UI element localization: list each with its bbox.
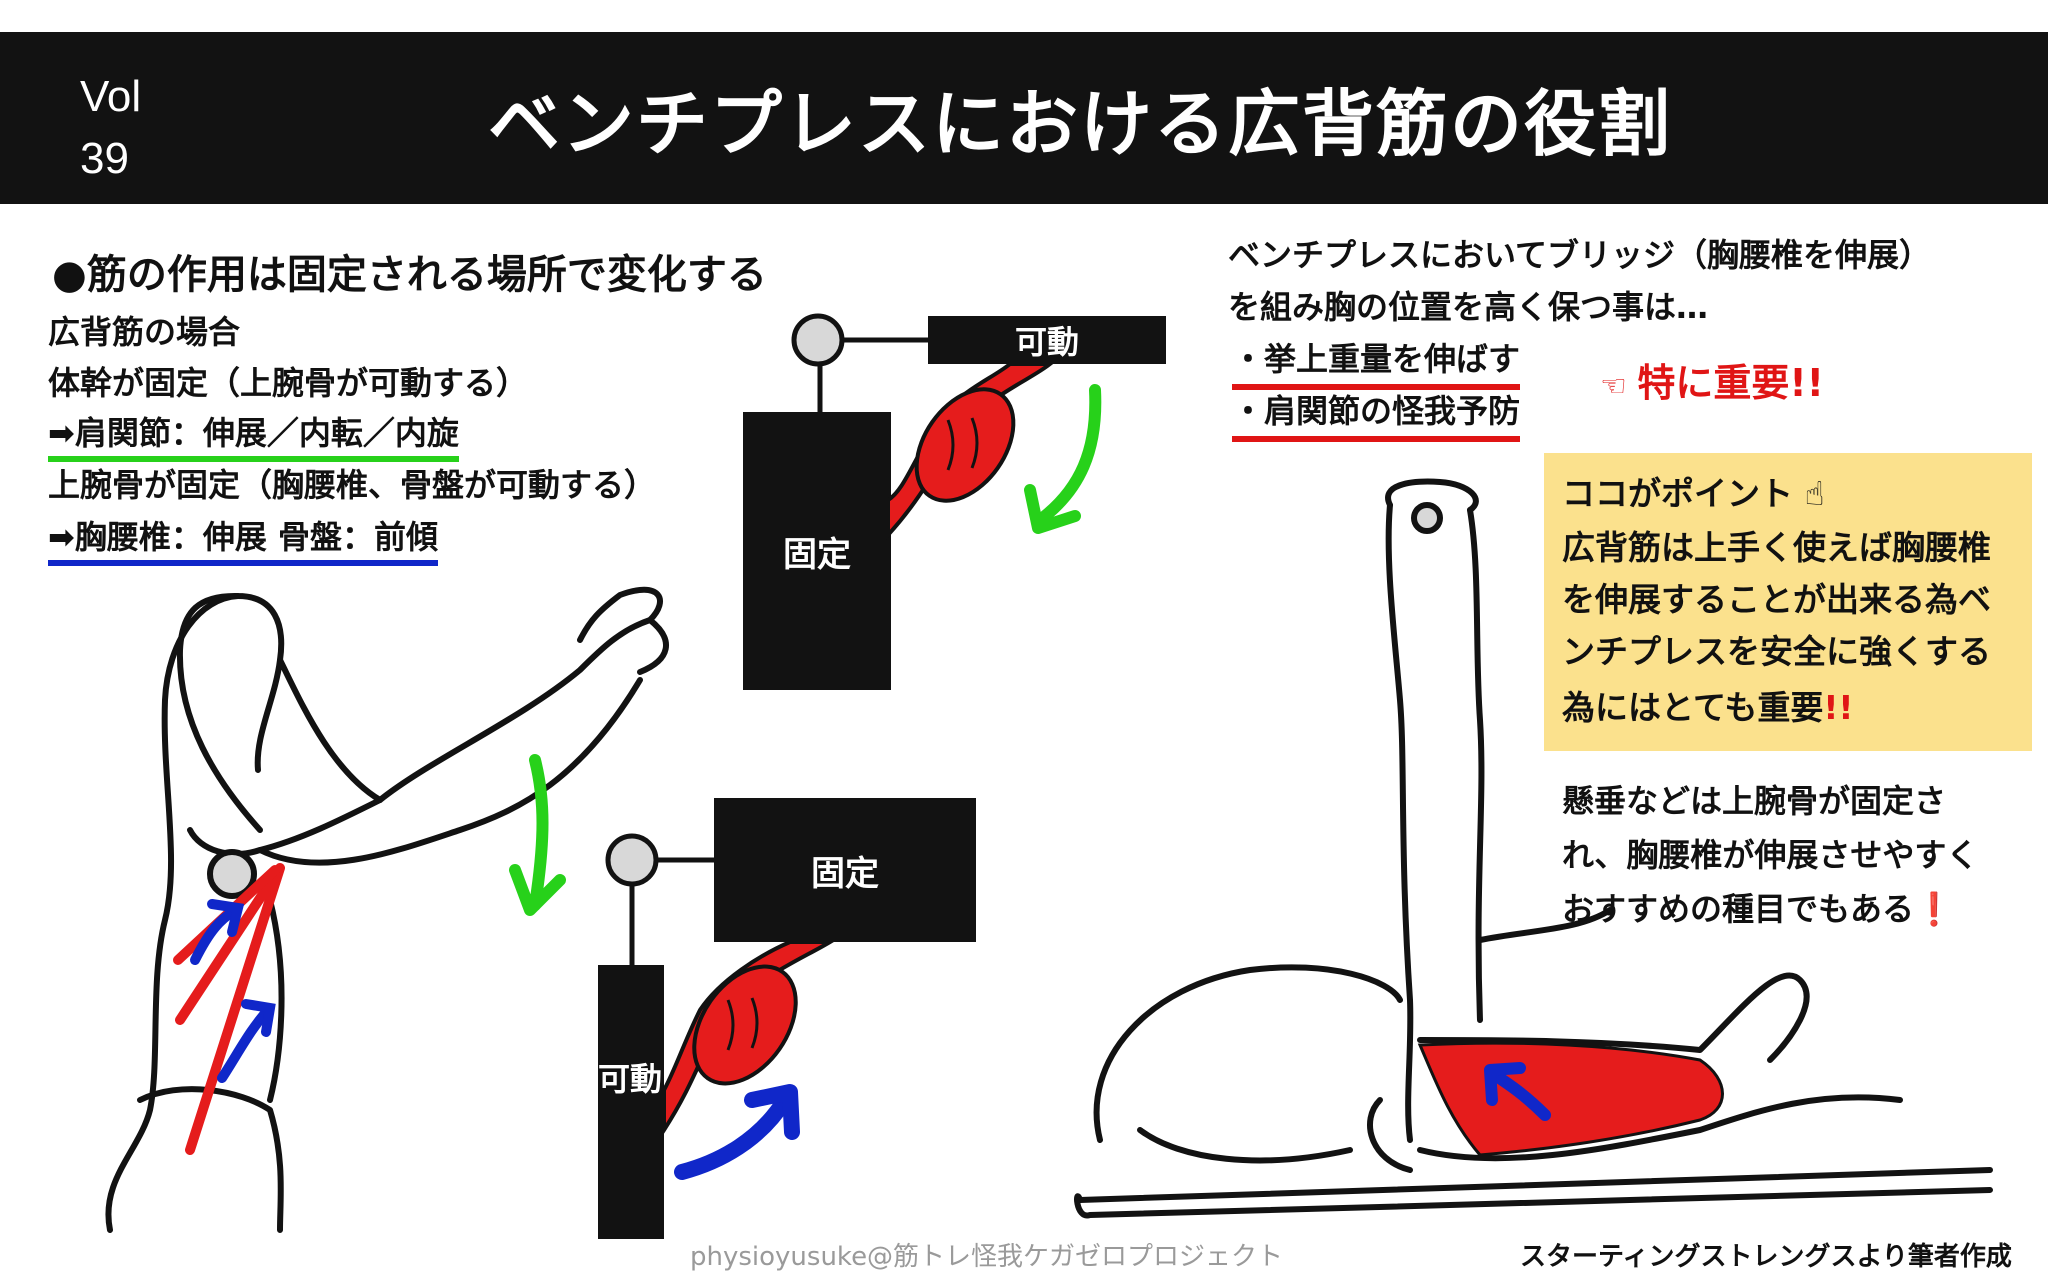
case-label: 広背筋の場合 xyxy=(48,313,241,351)
bottom-muscle-diagram xyxy=(598,798,976,1239)
bottom-blue-arrow xyxy=(674,1092,793,1180)
lead-statement: ●筋の作用は固定される場所で変化する xyxy=(52,252,767,298)
top-moving-label: 可動 xyxy=(1014,323,1079,361)
callout-line-1: 広背筋は上手く使えば胸腰椎 xyxy=(1562,528,1991,567)
callout-line-2: を伸展することが出来る為ベ xyxy=(1562,580,1991,619)
humerus-fixed-line: 上腕骨が固定（胸腰椎、骨盤が可動する） xyxy=(48,466,657,504)
top-moving-bar xyxy=(928,316,1166,364)
callout-line-4: 為にはとても重要!! xyxy=(1562,681,1853,729)
bottom-fixed-label: 固定 xyxy=(811,853,879,894)
page-title: ベンチプレスにおける広背筋の役割 xyxy=(487,82,1672,166)
emphasis-text: ☜ 特に重要!! xyxy=(1600,352,1824,407)
bench-press-figure xyxy=(1074,478,1993,1219)
shoulder-action-line: ➡肩関節：伸展／内転／内旋 xyxy=(48,408,459,462)
top-muscle-diagram xyxy=(743,313,1166,690)
callout-heading: ココがポイント ☝ xyxy=(1562,467,1825,515)
standing-figure xyxy=(105,586,669,1233)
callout-exclaim: !! xyxy=(1823,688,1854,727)
standing-figure-muscle-lines xyxy=(173,754,566,1155)
pointing-hand-icon: ☜ xyxy=(1600,369,1638,404)
finger-up-icon: ☝ xyxy=(1804,474,1825,513)
top-fixed-block xyxy=(743,412,891,690)
source-note: スターティングストレングスより筆者作成 xyxy=(1520,1242,2012,1272)
note-exclaim-icon: ❗ xyxy=(1914,890,1954,928)
bridge-statement-line1: ベンチプレスにおいてブリッジ（胸腰椎を伸展） xyxy=(1228,236,1932,274)
note-line-1: 懸垂などは上腕骨が固定さ xyxy=(1562,782,1947,820)
top-fixed-label: 固定 xyxy=(783,534,851,575)
callout-line-4-text: 為にはとても重要 xyxy=(1562,688,1824,727)
bench-press-muscle xyxy=(1417,1041,1724,1157)
bottom-fixed-block xyxy=(714,798,976,942)
title-bar xyxy=(0,32,2048,204)
vol-text: Vol xyxy=(80,72,142,121)
trunk-fixed-line: 体幹が固定（上腕骨が可動する） xyxy=(48,364,529,402)
bottom-moving-block xyxy=(598,965,664,1239)
key-point-callout: ココがポイント ☝ 広背筋は上手く使えば胸腰椎 を伸展することが出来る為ベ ンチ… xyxy=(1544,453,2032,751)
note-line-2: れ、胸腰椎が伸展させやすく xyxy=(1562,836,1979,874)
benefit-bullet-2: ・肩関節の怪我予防 xyxy=(1232,386,1521,442)
bottom-moving-label: 可動 xyxy=(598,1060,663,1098)
benefit-bullet-1: ・挙上重量を伸ばす xyxy=(1232,334,1521,390)
callout-line-3: ンチプレスを安全に強くする xyxy=(1562,632,1991,671)
note-line-3: おすすめの種目でもある❗ xyxy=(1562,884,1954,930)
note-line-3-text: おすすめの種目でもある xyxy=(1562,890,1915,928)
spine-action-line: ➡胸腰椎：伸展 骨盤：前傾 xyxy=(48,512,438,566)
vol-number: 39 xyxy=(80,134,129,183)
bottom-joint-circle xyxy=(605,833,659,887)
volume-label: Vol 39 xyxy=(80,66,200,190)
author-credit: physioyusuke@筋トレ怪我ケガゼロプロジェクト xyxy=(690,1242,1284,1272)
top-green-arrow xyxy=(1034,384,1102,526)
bridge-statement-line2: を組み胸の位置を高く保つ事は… xyxy=(1228,288,1709,326)
emphasis-label: 特に重要!! xyxy=(1637,361,1825,405)
callout-heading-text: ココがポイント xyxy=(1562,474,1793,513)
top-joint-circle xyxy=(791,313,845,367)
